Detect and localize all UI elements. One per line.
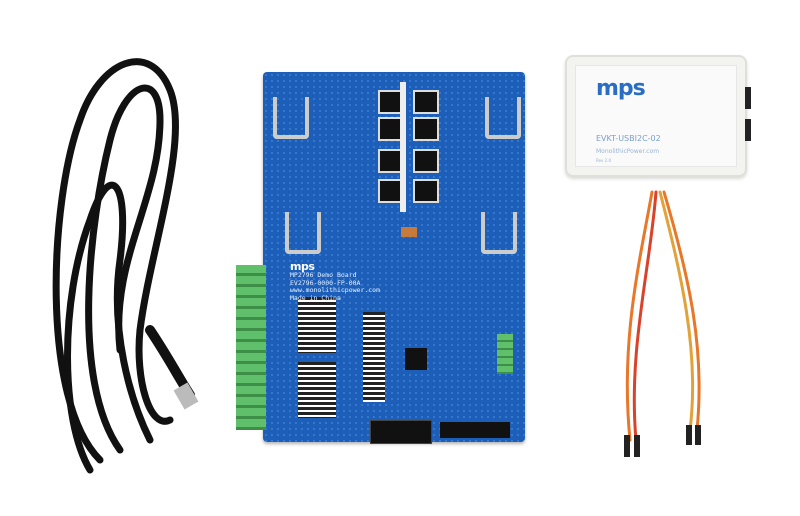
usb-port — [745, 87, 751, 109]
adapter-website: MonolithicPower.com — [596, 148, 660, 155]
mosfet — [378, 149, 404, 173]
adapter-logo: mps — [596, 76, 646, 101]
resistor-array — [363, 312, 385, 402]
mosfet — [413, 179, 439, 203]
pin-header — [370, 420, 432, 444]
demo-board — [263, 72, 525, 442]
board-name: MP2796 Demo Board — [290, 271, 357, 279]
busbar — [400, 82, 406, 212]
adapter-model: EVKT-USBI2C-02 — [596, 134, 661, 143]
shunt-resistor — [401, 227, 417, 237]
small-terminal — [497, 334, 513, 374]
board-website: www.monolithicpower.com — [290, 286, 381, 294]
adapter-label: mps EVKT-USBI2C-02 MonolithicPower.com R… — [575, 65, 737, 167]
wire-connectors — [624, 425, 701, 457]
dip-switch — [298, 297, 336, 353]
terminal-post — [285, 212, 321, 254]
jumper-wires — [625, 190, 701, 442]
board-silkscreen: MP2796 Demo Board EV2796-0000-FP-00A www… — [290, 271, 381, 302]
mosfet — [413, 149, 439, 173]
terminal-post — [485, 97, 521, 139]
mosfet — [413, 90, 439, 114]
terminal-block — [236, 265, 266, 430]
usb-cable — [52, 58, 195, 474]
usb-plug — [173, 382, 199, 410]
i2c-port — [745, 119, 751, 141]
pin-header — [440, 422, 510, 438]
usb-i2c-adapter: mps EVKT-USBI2C-02 MonolithicPower.com R… — [565, 55, 751, 177]
terminal-post — [481, 212, 517, 254]
board-logo: mps — [290, 260, 315, 273]
terminal-post — [273, 97, 309, 139]
dip-switch — [298, 362, 336, 418]
mosfet — [413, 117, 439, 141]
adapter-revision: Rev 2.0 — [596, 158, 612, 163]
board-part-number: EV2796-0000-FP-00A — [290, 278, 361, 287]
board-origin: Made in China — [290, 293, 341, 302]
controller-ic — [405, 348, 427, 370]
